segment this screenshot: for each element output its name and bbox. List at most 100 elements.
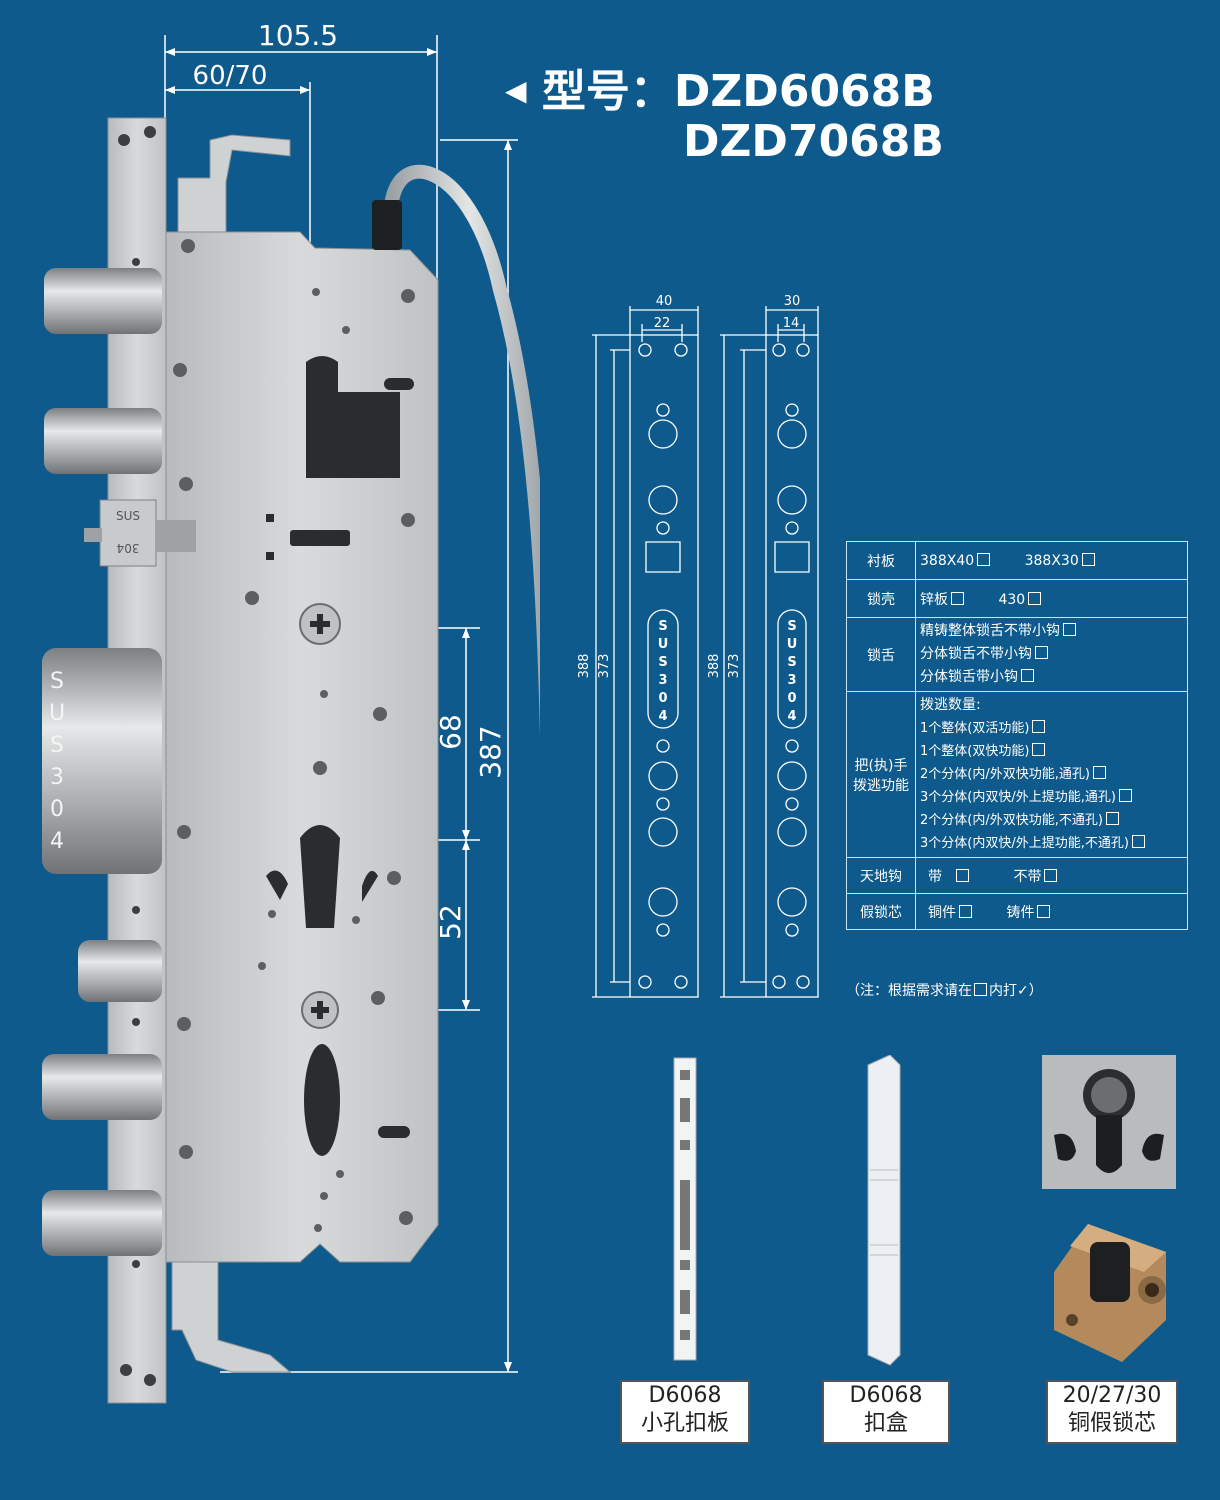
spec-subtitle: 拨逃数量: bbox=[920, 697, 981, 713]
bolt-stamp-4: 3 bbox=[50, 765, 64, 790]
spec-head: 假锁芯 bbox=[846, 893, 916, 930]
lock-case bbox=[165, 231, 439, 1263]
spec-option: 铜件 bbox=[928, 904, 972, 921]
plate2-inner-length: 373 bbox=[727, 654, 742, 679]
caption-line2: 小孔扣板 bbox=[640, 1411, 729, 1436]
checkbox[interactable] bbox=[1118, 789, 1132, 802]
bolt-stamp-5: 0 bbox=[50, 797, 64, 822]
option-label: 分体锁舌不带小钩 bbox=[920, 646, 1032, 662]
checkbox[interactable] bbox=[1105, 812, 1119, 825]
spec-option: 2个分体(内/外双快功能,通孔) bbox=[920, 763, 1183, 786]
spec-options: 精铸整体锁舌不带小钩 分体锁舌不带小钩 分体锁舌带小钩 bbox=[915, 617, 1188, 692]
strike-plate-drawings: 40 22 388 373 30 14 388 373 S U S 3 0 4 … bbox=[577, 294, 819, 998]
checkbox[interactable] bbox=[1021, 669, 1034, 682]
note-suffix: 内打 bbox=[989, 983, 1017, 999]
plate1-stamp: 0 bbox=[658, 691, 667, 706]
spec-head: 天地钩 bbox=[846, 857, 916, 894]
product-caption: 20/27/30 铜假锁芯 bbox=[1046, 1380, 1178, 1444]
plate2-length: 388 bbox=[707, 654, 722, 679]
checkbox[interactable] bbox=[1032, 720, 1046, 733]
spec-option: 2个分体(内/外双快功能,不通孔) bbox=[920, 809, 1183, 832]
latch bbox=[99, 499, 157, 567]
spec-head: 锁壳 bbox=[846, 579, 916, 618]
option-label: 3个分体(内双快/外上提功能,通孔) bbox=[920, 790, 1116, 805]
bolt-stamp-1: S bbox=[50, 669, 64, 694]
plate2-width: 30 bbox=[784, 294, 801, 309]
checkbox[interactable] bbox=[1063, 623, 1076, 636]
option-label: 不带 bbox=[1013, 868, 1042, 885]
plate2-stamp: 0 bbox=[787, 691, 796, 706]
model-1: DZD6068B bbox=[673, 66, 935, 117]
spec-option: 388X30 bbox=[1024, 552, 1095, 569]
dim-top-width: 105.5 bbox=[258, 19, 338, 52]
bolt-stamp-6: 4 bbox=[50, 829, 64, 854]
arrow-left-icon: ◀ bbox=[505, 74, 527, 107]
spec-table: 衬板 388X40 388X30 锁壳 锌板 430 锁舌 精铸整体锁舌不带小钩… bbox=[846, 541, 1188, 930]
plate2-stamp: S bbox=[787, 655, 796, 670]
checkbox[interactable] bbox=[1037, 904, 1051, 918]
checkmark-icon: ✓ bbox=[1017, 983, 1029, 999]
spec-option: 铸件 bbox=[1006, 904, 1051, 921]
plate1-length: 388 bbox=[577, 654, 592, 679]
spec-option: 1个整体(双快功能) bbox=[920, 740, 1183, 763]
option-label: 430 bbox=[998, 591, 1026, 608]
plate1-width: 40 bbox=[656, 294, 673, 309]
checkbox[interactable] bbox=[1028, 591, 1042, 605]
plate2-stamp: U bbox=[787, 637, 798, 652]
plate2-stamp: 4 bbox=[787, 709, 796, 724]
spec-row: 假锁芯 铜件 铸件 bbox=[846, 893, 1188, 930]
model-label: 型号： bbox=[541, 66, 674, 117]
product-caption: D6068 小孔扣板 bbox=[620, 1380, 750, 1444]
checkbox[interactable] bbox=[1131, 835, 1145, 848]
cylinder-hole-photo bbox=[1042, 1055, 1176, 1189]
note-prefix: （注：根据需求请在 bbox=[846, 983, 972, 999]
caption-line2: 扣盒 bbox=[863, 1411, 908, 1436]
spec-head: 把(执)手拨逃功能 bbox=[846, 691, 916, 858]
spec-note: （注：根据需求请在内打✓） bbox=[846, 980, 1043, 1000]
deadbolts bbox=[42, 268, 162, 1256]
checkbox[interactable] bbox=[977, 552, 991, 566]
checkbox[interactable] bbox=[1035, 646, 1048, 659]
option-label: 铸件 bbox=[1006, 904, 1035, 921]
spec-option: 388X40 bbox=[920, 552, 991, 569]
spec-options: 388X40 388X30 bbox=[915, 541, 1188, 580]
latch-stamp-top: SUS bbox=[116, 509, 140, 523]
caption-line1: 20/27/30 bbox=[1062, 1383, 1162, 1408]
option-label: 2个分体(内/外双快功能,通孔) bbox=[920, 767, 1090, 782]
spec-head: 锁舌 bbox=[846, 617, 916, 692]
checkbox[interactable] bbox=[1044, 868, 1058, 882]
checkbox[interactable] bbox=[1081, 552, 1095, 566]
top-hook bbox=[177, 134, 291, 233]
main-bolt bbox=[42, 648, 162, 874]
spec-option: 带 bbox=[928, 868, 969, 885]
strike-box-photo bbox=[867, 1055, 901, 1366]
model-title: ◀ 型号：DZD6068B DZD7068B bbox=[505, 66, 944, 167]
spec-row: 锁舌 精铸整体锁舌不带小钩 分体锁舌不带小钩 分体锁舌带小钩 bbox=[846, 617, 1188, 692]
spec-row: 锁壳 锌板 430 bbox=[846, 579, 1188, 618]
bolt-stamp-2: U bbox=[49, 701, 65, 726]
bolt-stamp-3: S bbox=[50, 733, 64, 758]
model-2: DZD7068B bbox=[683, 116, 944, 167]
option-label: 锌板 bbox=[920, 591, 948, 608]
spec-options: 锌板 430 bbox=[915, 579, 1188, 618]
checkbox[interactable] bbox=[951, 591, 964, 605]
product-caption: D6068 扣盒 bbox=[822, 1380, 950, 1444]
spec-head: 衬板 bbox=[846, 541, 916, 580]
option-label: 1个整体(双活功能) bbox=[920, 721, 1030, 736]
checkbox[interactable] bbox=[1032, 743, 1046, 756]
plate1-inner-length: 373 bbox=[597, 654, 612, 679]
spec-option: 精铸整体锁舌不带小钩 bbox=[920, 620, 1183, 643]
option-label: 388X40 bbox=[920, 552, 975, 569]
option-label: 铜件 bbox=[928, 904, 956, 921]
plate1-stamp: U bbox=[658, 637, 669, 652]
option-label: 1个整体(双快功能) bbox=[920, 744, 1030, 759]
checkbox[interactable] bbox=[959, 904, 972, 918]
note-checkbox-icon bbox=[974, 983, 987, 996]
spec-option: 分体锁舌带小钩 bbox=[920, 666, 1183, 689]
option-label: 388X30 bbox=[1024, 552, 1079, 569]
checkbox[interactable] bbox=[1092, 766, 1106, 779]
spec-option: 锌板 bbox=[920, 591, 964, 608]
spec-options: 带 不带 bbox=[915, 857, 1188, 894]
checkbox[interactable] bbox=[956, 868, 969, 882]
latch-stamp-bottom: 304 bbox=[117, 541, 140, 555]
